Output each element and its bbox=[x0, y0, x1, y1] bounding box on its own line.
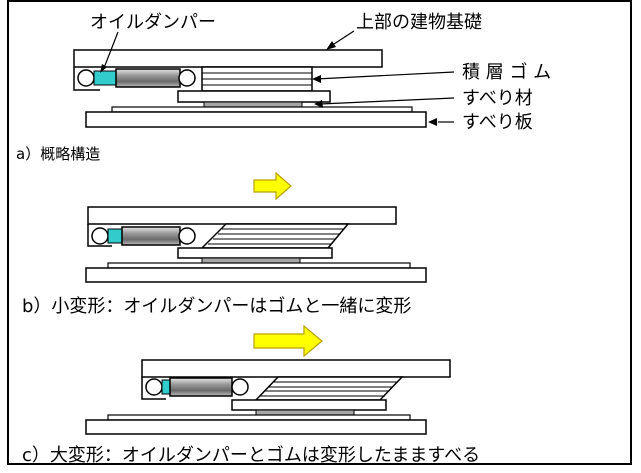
a-damper-cylinder bbox=[115, 68, 181, 88]
c-damper-joint-left bbox=[145, 378, 163, 396]
caption-a: a）概略構造 bbox=[16, 145, 100, 163]
b-damper-bracket bbox=[87, 224, 112, 247]
b-damper-joint-right bbox=[178, 227, 196, 245]
b-damper-joint-left bbox=[91, 227, 109, 245]
label-sliding-material: すべり材 bbox=[462, 88, 533, 109]
c-damper-joint-right bbox=[231, 378, 249, 396]
c-sliding-material bbox=[255, 409, 355, 416]
a-damper-bracket bbox=[73, 67, 100, 91]
leader-laminated-rubber bbox=[315, 71, 455, 80]
c-upper-foundation bbox=[141, 359, 451, 378]
label-oil-damper: オイルダンパー bbox=[90, 12, 216, 33]
leader-sliding-material bbox=[319, 97, 455, 105]
a-sliding-base bbox=[85, 111, 427, 128]
b-motion-arrow bbox=[253, 171, 292, 201]
c-sliding-base bbox=[85, 419, 427, 435]
label-laminated-rubber: 積 層 ゴ ム bbox=[462, 62, 551, 83]
section-b-small-deformation: b）小変形：オイルダンパーはゴムと一緒に変形 bbox=[22, 171, 427, 317]
label-sliding-plate: すべり板 bbox=[462, 112, 533, 133]
c-lower-flange bbox=[231, 399, 387, 411]
a-damper-joint-right bbox=[178, 69, 196, 87]
c-laminated-rubber bbox=[254, 376, 404, 401]
leader-upper-foundation bbox=[333, 30, 355, 45]
a-damper-end bbox=[93, 70, 117, 86]
c-damper-cylinder bbox=[169, 377, 233, 397]
a-damper-joint-left bbox=[77, 69, 95, 87]
b-damper-cylinder bbox=[121, 226, 181, 246]
leader-oil-damper bbox=[103, 31, 119, 69]
a-sliding-material bbox=[203, 101, 303, 108]
c-damper-bracket bbox=[141, 377, 166, 400]
caption-c: c）大変形：オイルダンパーとゴムは変形したまますべる bbox=[22, 445, 480, 466]
section-a-structure: オイルダンパー 上部の建物基礎 積 層 ゴ ム すべり材 すべり板 a）概略構造 bbox=[16, 12, 551, 163]
b-damper-end bbox=[107, 228, 123, 244]
section-c-large-deformation: c）大変形：オイルダンパーとゴムは変形したまますべる bbox=[22, 324, 480, 466]
label-upper-foundation: 上部の建物基礎 bbox=[356, 12, 482, 33]
c-damper-end bbox=[161, 379, 171, 395]
a-lower-flange bbox=[177, 90, 331, 103]
b-sliding-material bbox=[201, 257, 301, 264]
b-sliding-base bbox=[85, 267, 427, 283]
a-upper-foundation bbox=[73, 49, 383, 68]
caption-b: b）小変形：オイルダンパーはゴムと一緒に変形 bbox=[22, 296, 411, 317]
c-motion-arrow bbox=[253, 324, 323, 358]
b-upper-foundation bbox=[87, 206, 397, 225]
b-lower-flange bbox=[177, 247, 333, 259]
